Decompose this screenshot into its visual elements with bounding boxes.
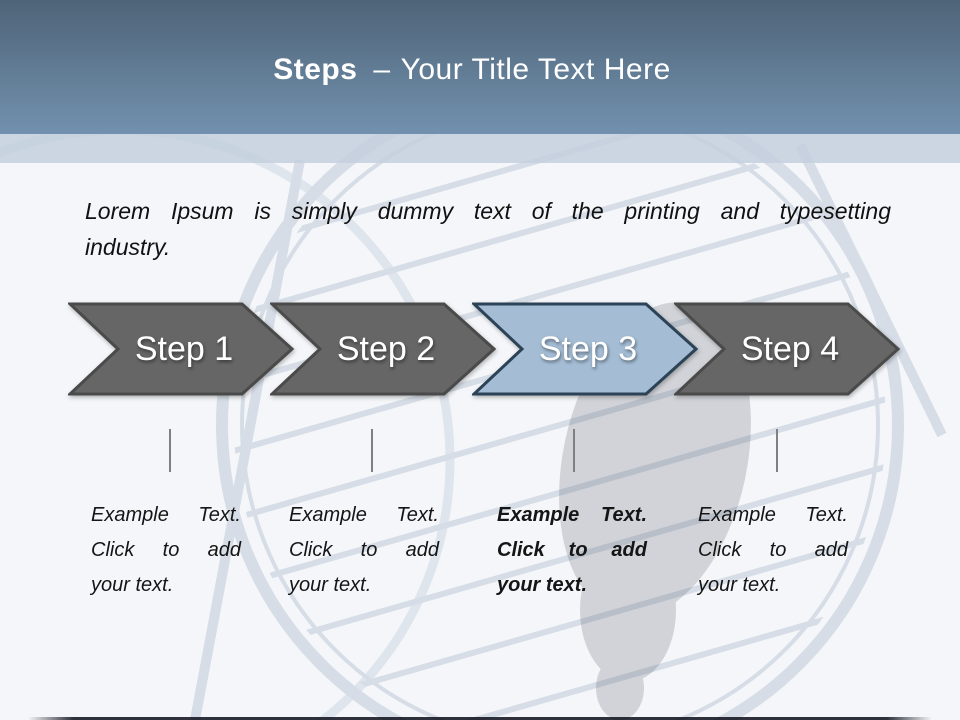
header-accent-band bbox=[0, 134, 960, 163]
page-title: Steps–Your Title Text Here bbox=[273, 47, 671, 87]
step-1-label: Step 1 bbox=[134, 329, 234, 368]
bottom-shadow-line bbox=[28, 717, 932, 720]
desc-line: Example Text. bbox=[698, 504, 848, 526]
desc-line: Click to add bbox=[289, 539, 439, 561]
desc-line: your text. bbox=[698, 574, 781, 596]
intro-line-2: industry. bbox=[85, 234, 171, 260]
intro-line-1: Lorem Ipsum is simply dummy text of the … bbox=[85, 198, 891, 224]
desc-line: Example Text. bbox=[91, 504, 241, 526]
desc-line: Click to add bbox=[698, 539, 848, 561]
step-3-description: Example Text. Click to add your text. bbox=[497, 498, 647, 603]
tick-mark-3 bbox=[573, 429, 575, 472]
tick-mark-4 bbox=[776, 429, 778, 472]
desc-line: Example Text. bbox=[289, 504, 439, 526]
desc-line: Example Text. bbox=[497, 504, 647, 526]
title-keyword: Steps bbox=[273, 53, 358, 86]
step-2-description: Example Text. Click to add your text. bbox=[289, 498, 439, 603]
desc-line: your text. bbox=[497, 574, 588, 596]
chevron-step-2: Step 2 bbox=[270, 302, 496, 396]
desc-line: Click to add bbox=[497, 539, 647, 561]
tick-mark-1 bbox=[169, 429, 171, 472]
step-3-label: Step 3 bbox=[538, 329, 638, 368]
step-4-description: Example Text. Click to add your text. bbox=[698, 498, 848, 603]
slide-header: Steps–Your Title Text Here bbox=[0, 0, 960, 134]
title-text: Your Title Text Here bbox=[400, 53, 671, 86]
chevron-step-4: Step 4 bbox=[674, 302, 900, 396]
chevron-step-3: Step 3 bbox=[472, 302, 698, 396]
title-separator: – bbox=[373, 53, 391, 86]
step-1-description: Example Text. Click to add your text. bbox=[91, 498, 241, 603]
step-4-label: Step 4 bbox=[740, 329, 840, 368]
desc-line: your text. bbox=[289, 574, 372, 596]
desc-line: Click to add bbox=[91, 539, 241, 561]
desc-line: your text. bbox=[91, 574, 174, 596]
intro-paragraph: Lorem Ipsum is simply dummy text of the … bbox=[85, 193, 891, 265]
step-2-label: Step 2 bbox=[336, 329, 436, 368]
chevron-step-1: Step 1 bbox=[68, 302, 294, 396]
tick-mark-2 bbox=[371, 429, 373, 472]
